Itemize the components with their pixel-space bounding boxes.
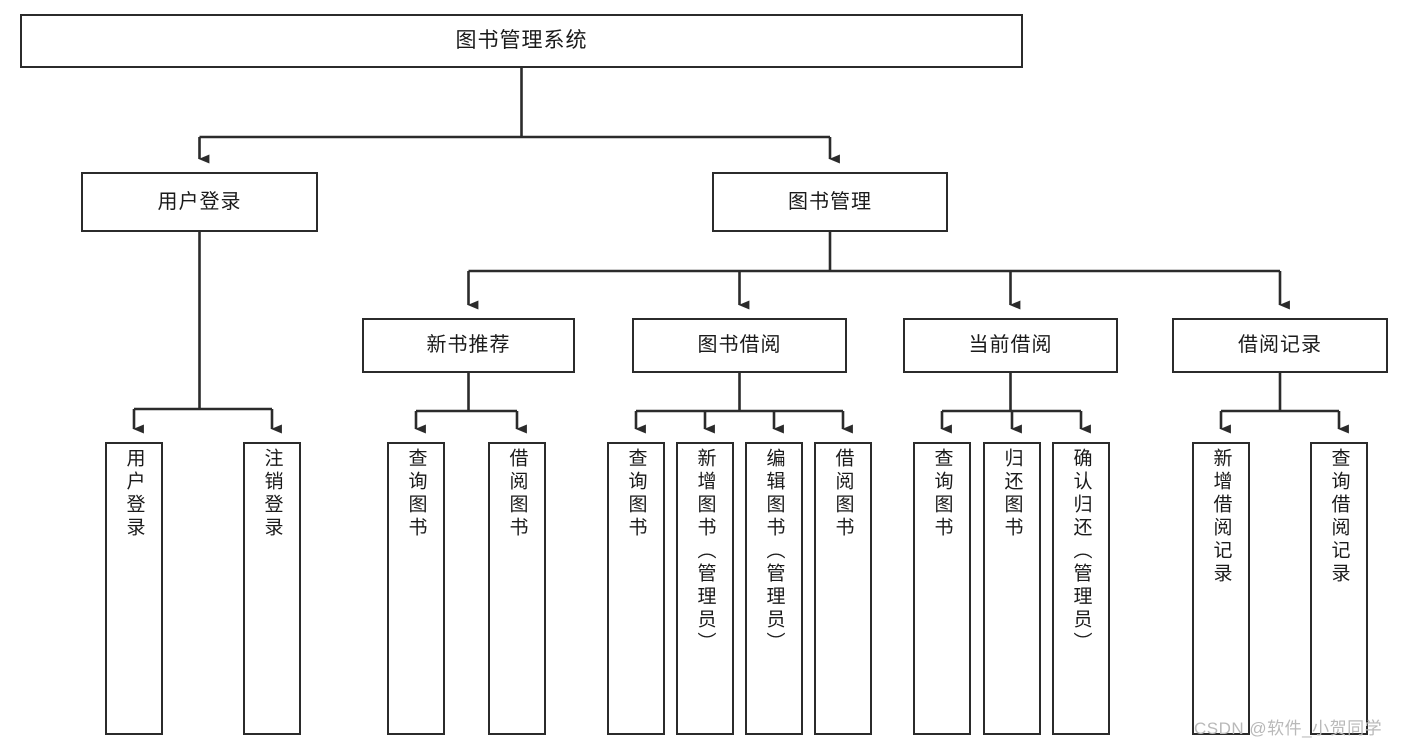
node-label: 图书管理系统: [455, 28, 588, 52]
node-label: 图书管理: [788, 190, 872, 213]
node-leaf-4[interactable]: 查询图书: [607, 442, 665, 735]
node-leaf-3[interactable]: 借阅图书: [488, 442, 546, 735]
node-leaf-6[interactable]: 编辑图书（管理员）: [745, 442, 803, 735]
node-label: 确认归还（管理员）: [1070, 448, 1092, 655]
node-level2-0[interactable]: 用户登录: [81, 172, 318, 232]
node-level3-0[interactable]: 新书推荐: [362, 318, 575, 373]
node-level3-3[interactable]: 借阅记录: [1172, 318, 1388, 373]
node-leaf-7[interactable]: 借阅图书: [814, 442, 872, 735]
node-level3-2[interactable]: 当前借阅: [903, 318, 1118, 373]
node-label: 查询图书: [625, 448, 647, 540]
node-label: 新增图书（管理员）: [694, 448, 716, 655]
node-label: 借阅图书: [832, 448, 854, 540]
node-leaf-8[interactable]: 查询图书: [913, 442, 971, 735]
node-label: 查询借阅记录: [1328, 448, 1350, 586]
node-label: 查询图书: [405, 448, 427, 540]
node-leaf-10[interactable]: 确认归还（管理员）: [1052, 442, 1110, 735]
node-label: 图书借阅: [697, 334, 782, 356]
node-leaf-12[interactable]: 查询借阅记录: [1310, 442, 1368, 735]
node-label: 注销登录: [261, 448, 283, 540]
node-label: 新书推荐: [426, 334, 511, 356]
node-leaf-1[interactable]: 注销登录: [243, 442, 301, 735]
node-label: 借阅记录: [1238, 334, 1322, 356]
node-label: 用户登录: [157, 190, 242, 213]
node-label: 归还图书: [1001, 448, 1023, 540]
csdn-watermark: CSDN @软件_小贺同学: [1194, 719, 1383, 738]
node-label: 新增借阅记录: [1210, 448, 1232, 586]
node-level2-1[interactable]: 图书管理: [712, 172, 948, 232]
node-leaf-2[interactable]: 查询图书: [387, 442, 445, 735]
node-label: 用户登录: [123, 448, 145, 540]
node-label: 查询图书: [931, 448, 953, 540]
node-leaf-0[interactable]: 用户登录: [105, 442, 163, 735]
node-level3-1[interactable]: 图书借阅: [632, 318, 847, 373]
node-label: 当前借阅: [968, 334, 1053, 356]
node-leaf-11[interactable]: 新增借阅记录: [1192, 442, 1250, 735]
node-label: 编辑图书（管理员）: [763, 448, 785, 655]
node-root[interactable]: 图书管理系统: [20, 14, 1023, 68]
node-label: 借阅图书: [506, 448, 528, 540]
node-leaf-9[interactable]: 归还图书: [983, 442, 1041, 735]
node-leaf-5[interactable]: 新增图书（管理员）: [676, 442, 734, 735]
